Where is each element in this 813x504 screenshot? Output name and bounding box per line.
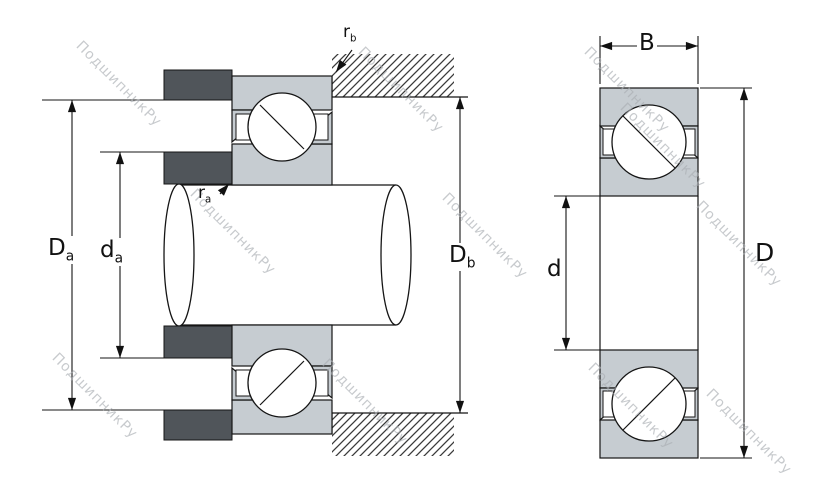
shaft	[163, 183, 412, 327]
label-B: B	[637, 30, 657, 56]
label-ra: ra	[198, 183, 212, 206]
bearing-section-bottom	[231, 324, 333, 435]
dimension-d	[554, 195, 600, 351]
label-D: D	[755, 238, 775, 267]
contact-angle-line	[259, 104, 305, 150]
label-d: d	[545, 256, 564, 282]
left-view-mounted-section	[42, 49, 468, 456]
shaft-end-right	[380, 184, 412, 326]
label-Db: Db	[447, 242, 478, 272]
shaft-abutment-ring-bottom	[163, 325, 233, 359]
leader-ra	[217, 183, 230, 196]
shaft-end-left	[163, 183, 195, 327]
bearing-section-bottom	[599, 349, 699, 459]
bearing-section-top	[231, 75, 333, 186]
label-Da: Da	[46, 235, 77, 265]
leader-rb	[335, 49, 353, 73]
label-da: da	[98, 237, 126, 267]
dimension-D	[700, 87, 752, 459]
right-view-bearing-section	[554, 36, 752, 459]
housing-abutment-ring-top	[163, 69, 233, 101]
bearing-section-top	[599, 87, 699, 197]
housing-hatch-top	[332, 54, 454, 97]
label-rb: rb	[343, 22, 357, 45]
housing-hatch-bottom	[332, 413, 454, 456]
housing-abutment-ring-bottom	[163, 409, 233, 441]
shaft-abutment-ring-top	[163, 151, 233, 185]
contact-angle-line	[622, 377, 676, 431]
contact-angle-line	[259, 360, 305, 406]
contact-angle-line	[622, 115, 676, 169]
